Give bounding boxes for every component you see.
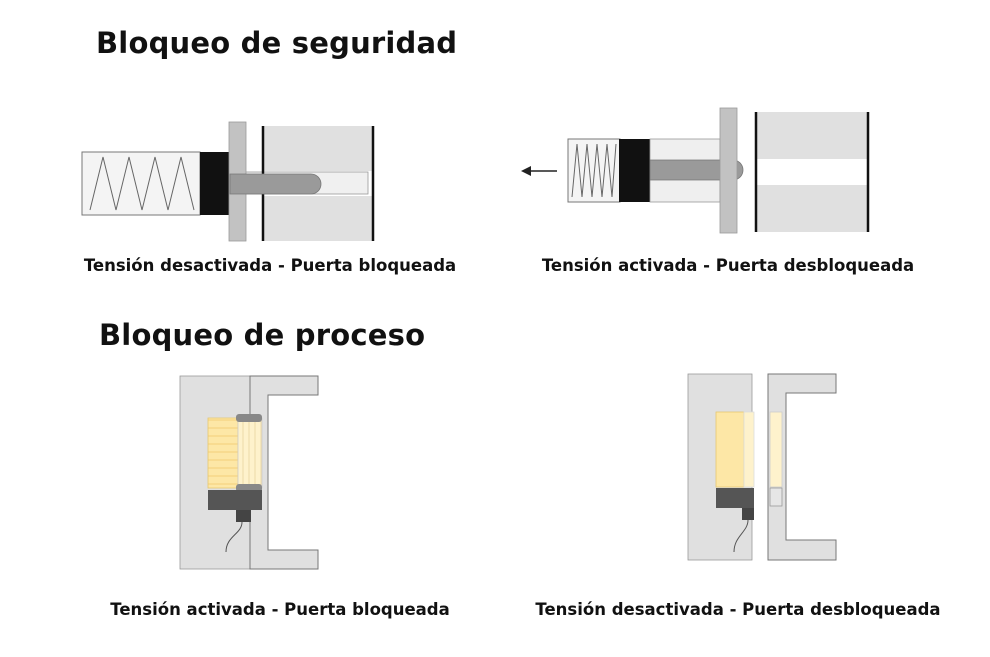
door-frame-plate [719, 107, 738, 234]
magnet-coil [715, 411, 745, 488]
arrow-head [521, 166, 531, 176]
door-lower [756, 185, 868, 232]
door-profile [249, 375, 319, 570]
armature-bar-top [236, 414, 262, 422]
door-upper [263, 126, 373, 171]
diagram-safety-locked [81, 121, 375, 242]
cable [733, 519, 749, 553]
solenoid-block [200, 152, 230, 215]
armature-plate [769, 411, 783, 488]
locking-pin [229, 173, 322, 195]
door-profile [767, 373, 837, 561]
connector [236, 510, 251, 522]
spring-icon [571, 143, 617, 198]
diagram-safety-unlocked [521, 107, 870, 234]
cable [225, 521, 243, 553]
caption-process-locked: Tensión activada - Puerta bloqueada [110, 600, 450, 619]
magnet-base [208, 490, 262, 510]
connector [742, 508, 754, 520]
solenoid-block [619, 139, 650, 202]
diagram-process-locked [179, 375, 319, 570]
armature-base [769, 487, 783, 507]
caption-safety-unlocked: Tensión activada - Puerta desbloqueada [541, 256, 915, 275]
section-title-safety-lock: Bloqueo de seguridad [96, 26, 458, 60]
caption-process-unlocked: Tensión desactivada - Puerta desbloquead… [535, 600, 941, 619]
section-title-process-lock: Bloqueo de proceso [99, 318, 426, 352]
diagram-process-unlocked [687, 373, 837, 561]
spring-icon [89, 156, 195, 211]
magnet-coil [207, 417, 239, 489]
armature-plate [237, 417, 263, 489]
magnet-inner [743, 411, 755, 488]
caption-safety-locked: Tensión desactivada - Puerta bloqueada [83, 256, 457, 275]
door-lower [263, 196, 373, 241]
door-upper [756, 112, 868, 159]
magnet-base [716, 488, 754, 508]
